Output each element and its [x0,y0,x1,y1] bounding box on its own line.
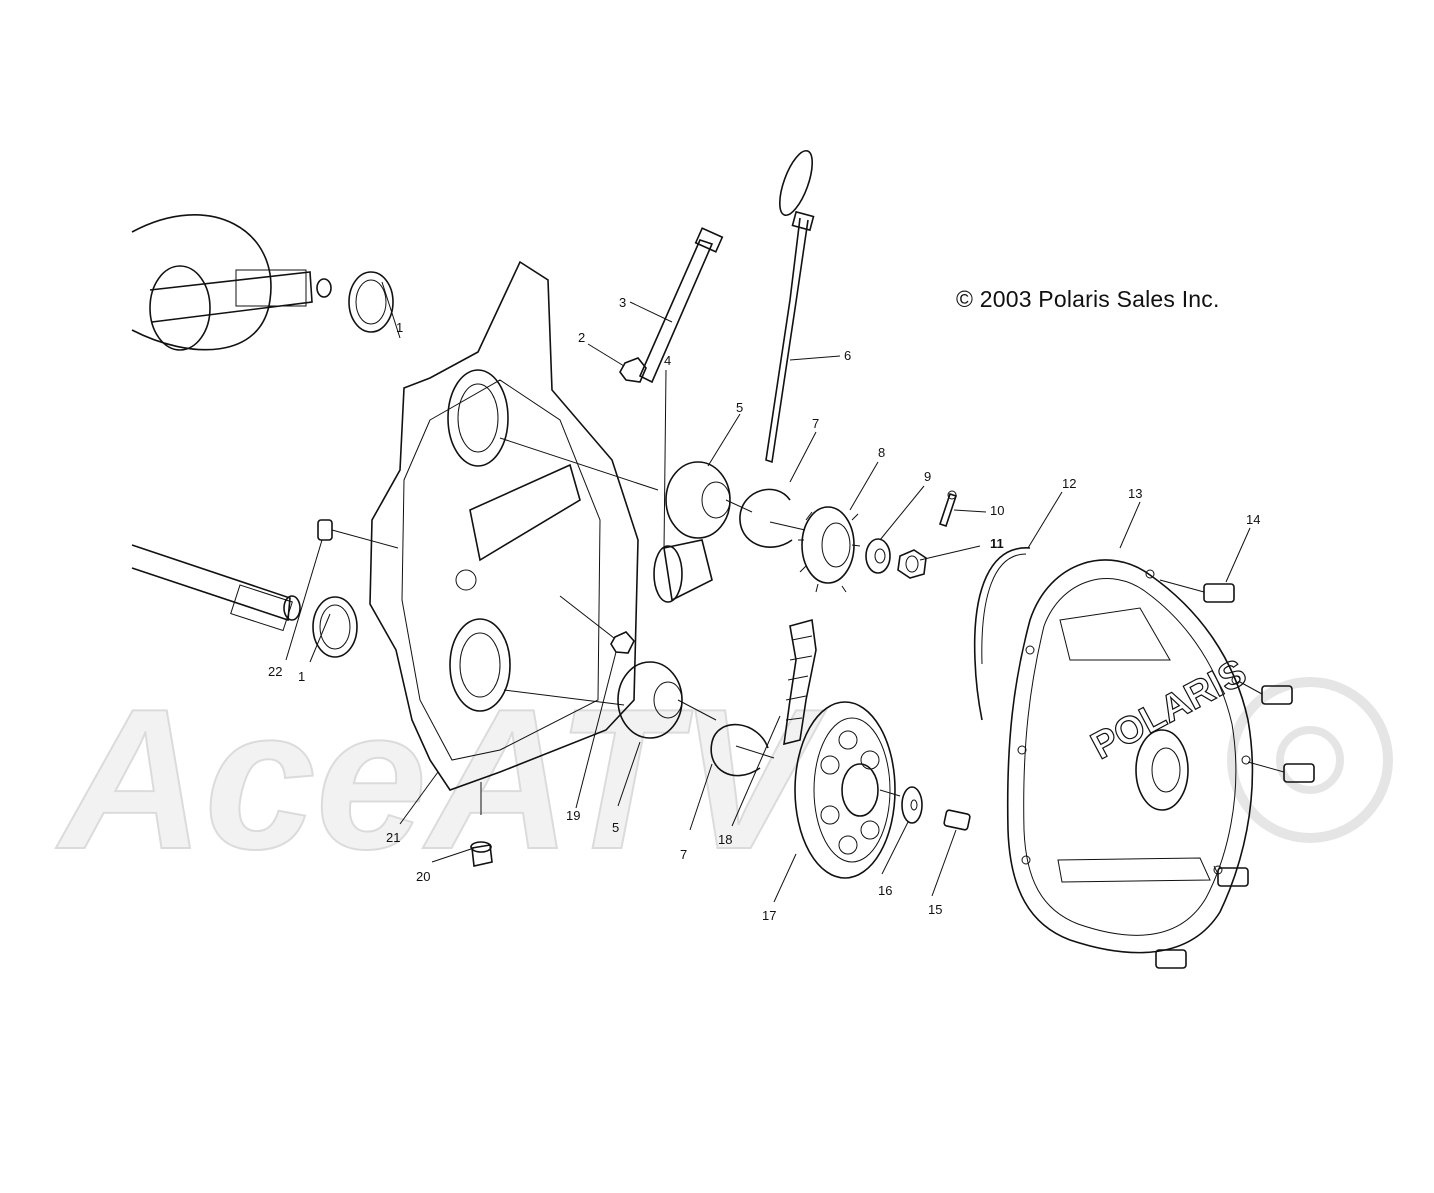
callout-21: 21 [386,830,400,845]
callout-10: 10 [990,503,1004,518]
callout-11: 11 [990,536,1004,551]
callout-6: 6 [844,348,851,363]
watermark-logo: AceATV [54,667,1393,892]
bolt-15 [943,809,971,831]
callout-9: 9 [924,469,931,484]
washer-9 [865,538,891,574]
callout-13: 13 [1128,486,1142,501]
cover-bolt [1247,761,1315,783]
sprocket-8 [798,506,861,593]
callout-1-lower: 1 [298,669,305,684]
dipstick-6 [765,149,815,464]
callout-1-upper: 1 [396,320,403,335]
callout-5-upper: 5 [736,400,743,415]
cover-bolt [1155,949,1187,969]
callout-5-lower: 5 [612,820,619,835]
washer-16 [901,786,923,824]
callout-19: 19 [566,808,580,823]
bolt-22 [317,519,399,549]
callout-14: 14 [1246,512,1260,527]
drive-shaft-lower [131,544,301,632]
callout-leaders [285,281,1251,903]
tensioner-4 [653,539,713,603]
bearing-5-lower [617,661,717,739]
nut-19 [559,595,635,654]
drain-plug-20 [470,782,493,867]
cover-bolts-14 [1155,579,1315,969]
copyright-notice: © 2003 Polaris Sales Inc. [956,286,1220,312]
callout-3: 3 [619,295,626,310]
seal-lower [312,596,358,658]
gasket-12 [973,547,1031,721]
cover-bolt [1239,681,1293,705]
callout-12: 12 [1062,476,1076,491]
callout-labels: 1 1 2 3 4 5 5 6 7 7 8 9 10 11 12 13 14 1… [268,295,1260,923]
bolt-3 [638,227,724,384]
seal-upper [348,271,394,333]
cover-bolt [1213,865,1249,887]
nut-11 [897,549,927,579]
nut-2 [619,357,647,383]
watermark-text: AceATV [55,668,827,891]
callout-4: 4 [664,353,671,368]
drive-shaft-upper [131,214,332,351]
cotter-pin-10 [938,490,958,528]
bearing-5-upper [665,461,753,539]
callout-22: 22 [268,664,282,679]
callout-20: 20 [416,869,430,884]
callout-16: 16 [878,883,892,898]
callout-15: 15 [928,902,942,917]
chain-18 [783,618,817,746]
callout-2: 2 [578,330,585,345]
callout-8: 8 [878,445,885,460]
callout-7-upper: 7 [812,416,819,431]
snap-ring-7-lower [710,723,775,777]
callout-17: 17 [762,908,776,923]
sprocket-17 [794,701,901,879]
callout-7-lower: 7 [680,847,687,862]
cover-bolt [1159,579,1235,603]
chaincase-cover-13: POLARIS [1006,559,1254,954]
snap-ring-7-upper [739,488,806,548]
chaincase-housing [369,260,659,791]
callout-18: 18 [718,832,732,847]
